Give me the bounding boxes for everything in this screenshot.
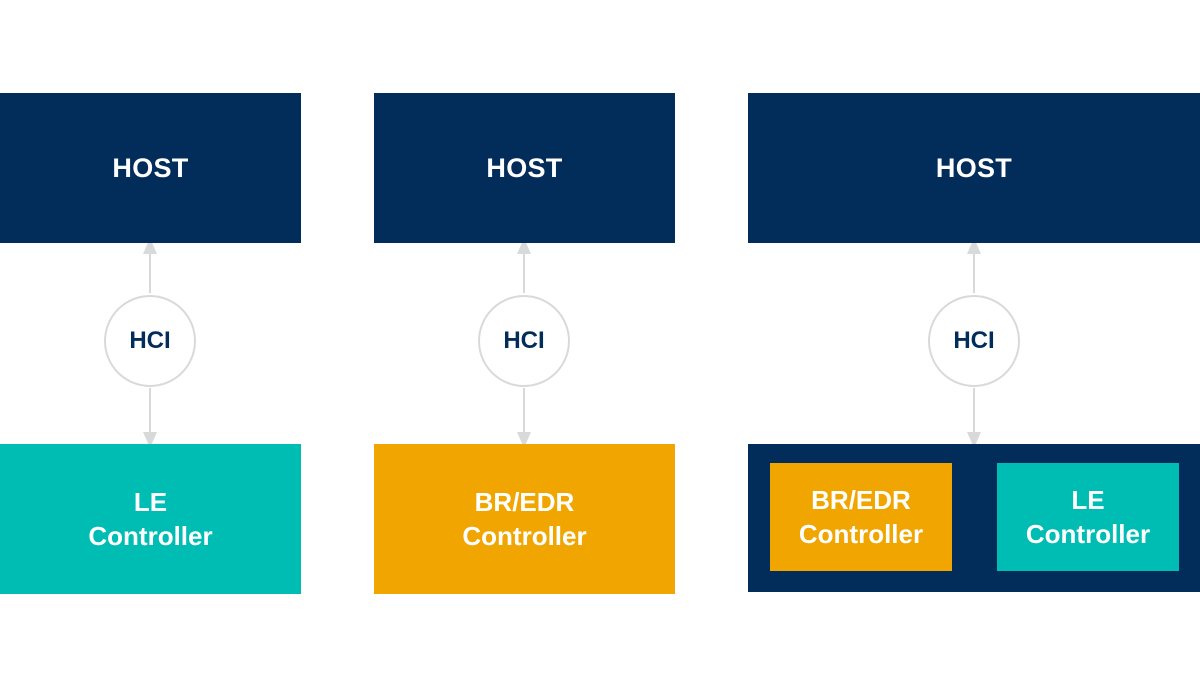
controller-line2: Controller (88, 521, 213, 551)
le-controller-box: LE Controller (0, 444, 301, 594)
host-label: HOST (935, 152, 1013, 183)
le-controller-box-dual: LE Controller (997, 463, 1179, 571)
controller-line2: Controller (1025, 519, 1151, 549)
host-label: HOST (112, 152, 189, 183)
controller-line1: BR/EDR (811, 485, 911, 515)
controller-line1: LE (1071, 485, 1105, 515)
controller-line1: LE (133, 487, 168, 517)
hci-label: HCI (129, 327, 171, 354)
hci-label: HCI (503, 327, 545, 354)
bredr-controller-box-dual: BR/EDR Controller (770, 463, 952, 571)
host-label: HOST (486, 152, 563, 183)
hci-circle-dual: HCI (928, 295, 1020, 387)
controller-line2: Controller (798, 519, 924, 549)
host-box-le: HOST (0, 93, 301, 243)
controller-line1: BR/EDR (474, 487, 575, 517)
host-box-dual: HOST (748, 93, 1200, 243)
bredr-controller-box: BR/EDR Controller (374, 444, 675, 594)
host-box-bredr: HOST (374, 93, 675, 243)
controller-line2: Controller (462, 521, 587, 551)
hci-circle-le: HCI (104, 295, 196, 387)
hci-circle-bredr: HCI (478, 295, 570, 387)
hci-label: HCI (953, 327, 995, 354)
